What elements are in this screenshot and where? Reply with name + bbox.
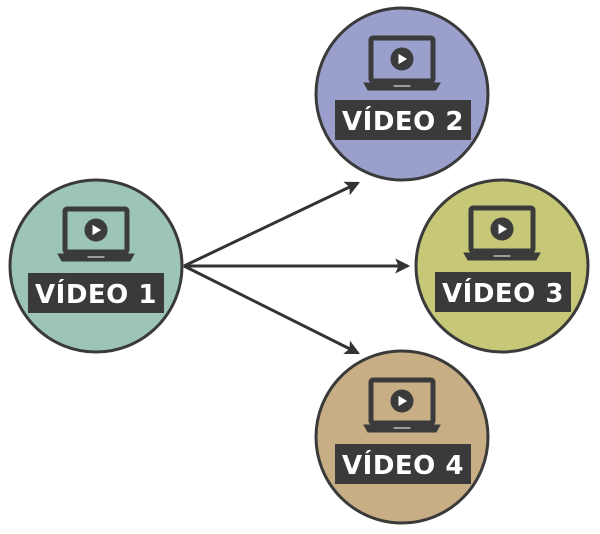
node-video-1[interactable]: VÍDEO 1 [8, 178, 184, 354]
arrow-video1-to-video4 [183, 264, 361, 355]
node-label-video-1: VÍDEO 1 [35, 278, 157, 310]
node-circle-video-2 [314, 6, 490, 182]
node-video-2[interactable]: VÍDEO 2 [314, 6, 490, 182]
node-label-video-4: VÍDEO 4 [342, 449, 464, 481]
node-label-video-3: VÍDEO 3 [442, 277, 564, 309]
label-box-video-1 [28, 273, 164, 313]
node-circle-video-4 [314, 349, 490, 525]
node-video-4[interactable]: VÍDEO 4 [314, 349, 490, 525]
label-box-video-2 [335, 100, 471, 140]
node-label-video-2: VÍDEO 2 [342, 105, 464, 137]
arrow-video1-to-video2 [183, 181, 361, 268]
node-circle-video-1 [8, 178, 184, 354]
edges-layer [183, 181, 411, 355]
label-box-video-4 [335, 444, 471, 484]
node-video-3[interactable]: VÍDEO 3 [414, 178, 590, 354]
label-box-video-3 [435, 272, 571, 312]
